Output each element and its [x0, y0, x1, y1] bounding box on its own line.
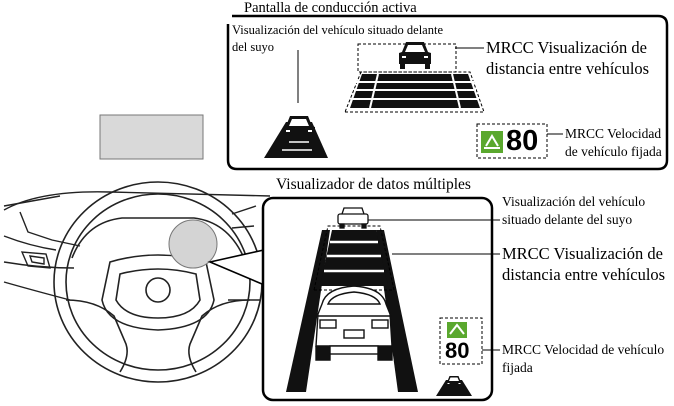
mid-panel [261, 196, 500, 402]
mid-preceding-vehicle-label: Visualización del vehículo situado delan… [502, 194, 646, 227]
mid-own-car [315, 285, 393, 361]
meter-display-highlight [168, 219, 218, 269]
mid-preceding-car [337, 207, 369, 229]
hud-distance-highlight [357, 43, 457, 73]
mid-set-speed-label: MRCC Velocidad de vehículo fijada [502, 342, 665, 375]
mid-cruise-icon [447, 322, 467, 338]
mid-title: Visualizador de datos múltiples [276, 176, 471, 193]
mid-speed-value: 80 [445, 338, 470, 363]
hud-projection-area [99, 114, 204, 160]
steering-wheel [53, 181, 263, 383]
mid-lane-right [376, 230, 418, 392]
hud-preceding-vehicle-label: Visualización del vehículo situado delan… [232, 23, 443, 54]
hud-distance-bars [344, 43, 485, 113]
hud-distance-label: MRCC Visualización de distancia entre ve… [486, 38, 650, 78]
hud-set-speed-label: MRCC Velocidad de vehículo fijada [565, 126, 662, 159]
dashboard [3, 191, 271, 301]
hud-speed-value: 80 [506, 125, 539, 157]
mid-lane-left [286, 230, 330, 392]
hud-cruise-icon [481, 131, 503, 153]
mid-distance-label: MRCC Visualización de distancia entre ve… [502, 244, 666, 284]
mid-distance-bars [313, 225, 395, 291]
hud-title: Pantalla de conducción activa [244, 0, 417, 16]
hud-panel [226, 14, 669, 171]
mid-small-lane [436, 380, 472, 396]
